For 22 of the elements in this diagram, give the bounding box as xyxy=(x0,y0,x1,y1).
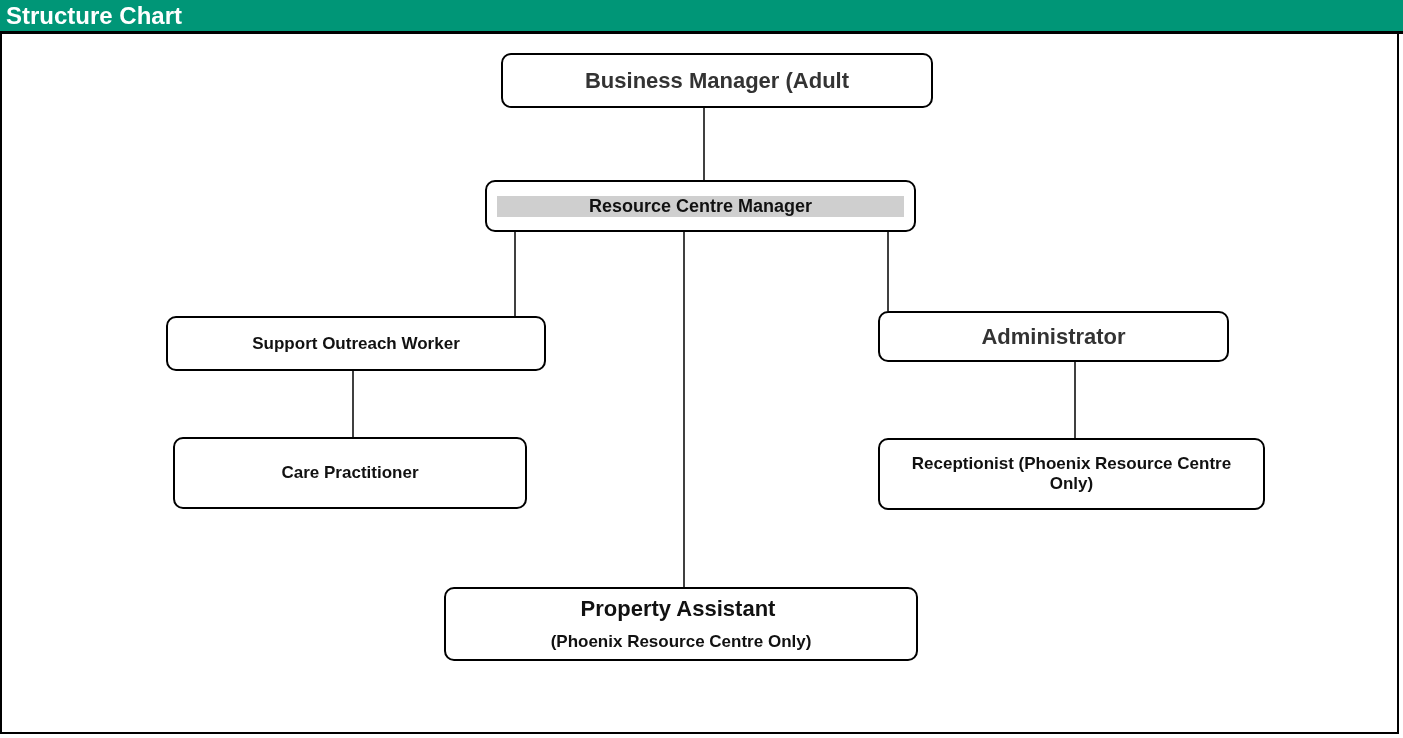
role-box xyxy=(501,53,933,108)
connector-line xyxy=(352,370,354,438)
connector-line xyxy=(887,231,889,312)
role-box xyxy=(444,587,918,661)
connector-line xyxy=(1074,361,1076,439)
role-label: Property Assistant xyxy=(580,596,776,622)
role-label: Administrator xyxy=(981,323,1126,350)
role-box xyxy=(166,316,546,371)
connector-line xyxy=(703,107,705,181)
role-label: Support Outreach Worker xyxy=(252,333,460,354)
role-label: Care Practitioner xyxy=(281,463,419,483)
connector-line xyxy=(683,231,685,588)
role-box xyxy=(878,311,1229,362)
role-label: (Phoenix Resource Centre Only) xyxy=(550,632,812,652)
role-label: Business Manager (Adult xyxy=(584,67,849,94)
role-box xyxy=(878,438,1265,510)
role-label: Receptionist (Phoenix Resource Centre Only) xyxy=(910,454,1233,494)
role-box xyxy=(485,180,916,232)
chart-title: Structure Chart xyxy=(6,2,183,30)
highlighted-role-label: Resource Centre Manager xyxy=(497,195,904,217)
role-box xyxy=(173,437,527,509)
connector-line xyxy=(514,231,516,317)
